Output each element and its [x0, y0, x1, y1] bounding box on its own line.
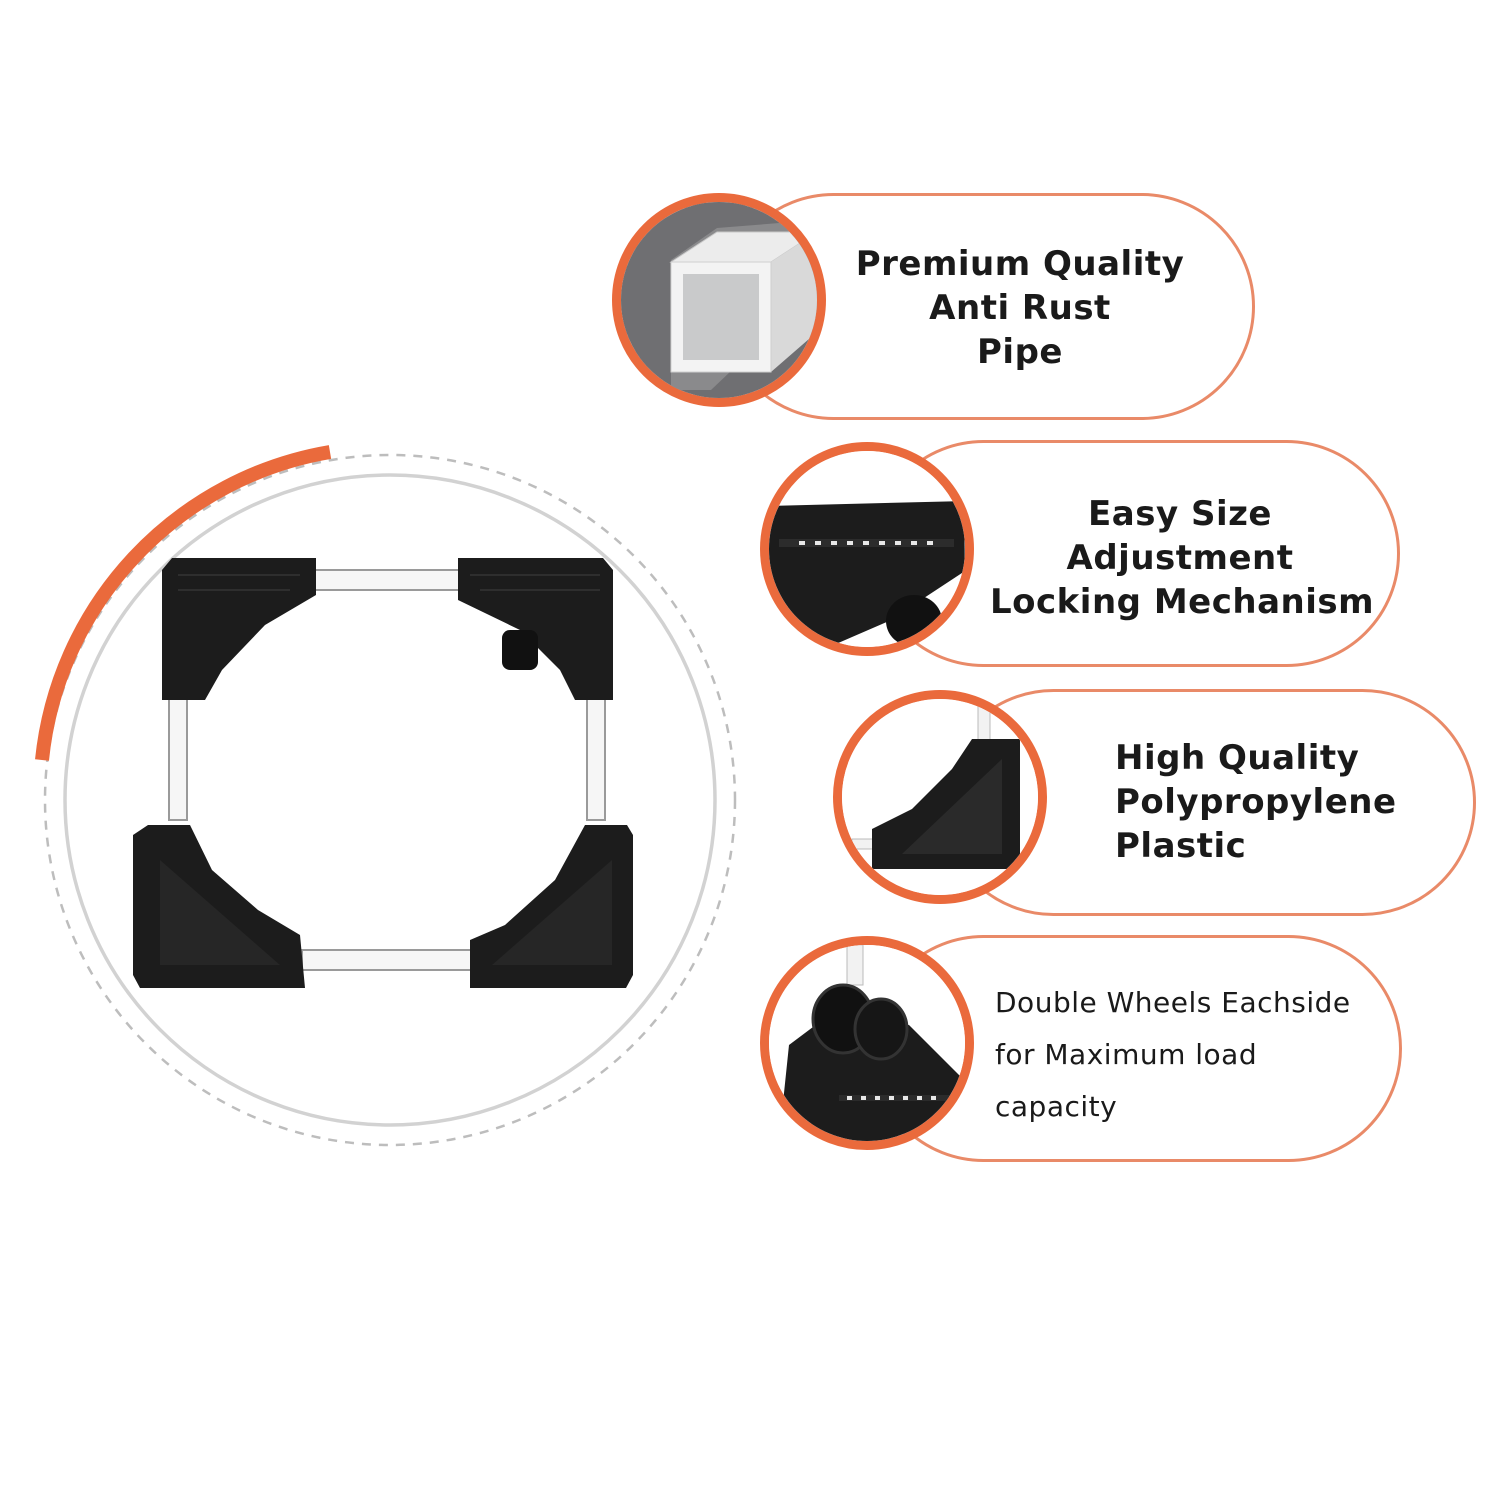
feature-line: Premium Quality — [855, 244, 1185, 284]
steel-pipes — [168, 569, 606, 971]
stand-image — [133, 558, 633, 988]
product-hero — [35, 445, 737, 1147]
corner-foot-bottom-right — [470, 825, 633, 988]
double-wheel-icon — [760, 936, 974, 1150]
feature-line: Pipe — [977, 332, 1063, 372]
feature-line: Adjustment — [1066, 538, 1294, 578]
feature-text-double-wheels: Double Wheels Eachside for Maximum load … — [995, 977, 1390, 1133]
locking-mechanism-icon — [760, 442, 974, 656]
feature-line: High Quality — [1115, 738, 1360, 778]
corner-foot-bottom-left — [133, 825, 305, 988]
decorative-ring — [35, 445, 737, 1147]
plastic-corner-icon — [833, 690, 1047, 904]
feature-line: Anti Rust — [929, 288, 1111, 328]
square-pipe-icon — [612, 193, 826, 407]
feature-line: capacity — [995, 1090, 1118, 1123]
feature-line: for Maximum load — [995, 1038, 1258, 1071]
feature-line: Easy Size — [1088, 494, 1272, 534]
feature-text-anti-rust-pipe: Premium Quality Anti Rust Pipe — [840, 242, 1200, 374]
corner-foot-top-right — [458, 558, 613, 700]
feature-text-polypropylene: High Quality Polypropylene Plastic — [1115, 736, 1445, 868]
feature-line: Double Wheels Eachside — [995, 986, 1351, 1019]
feature-line: Polypropylene — [1115, 782, 1397, 822]
feature-line: Locking Mechanism — [990, 582, 1375, 622]
corner-foot-top-left — [162, 558, 316, 700]
feature-text-locking-mechanism: Easy Size Adjustment Locking Mechanism — [990, 492, 1375, 624]
feature-line: Plastic — [1115, 826, 1247, 866]
